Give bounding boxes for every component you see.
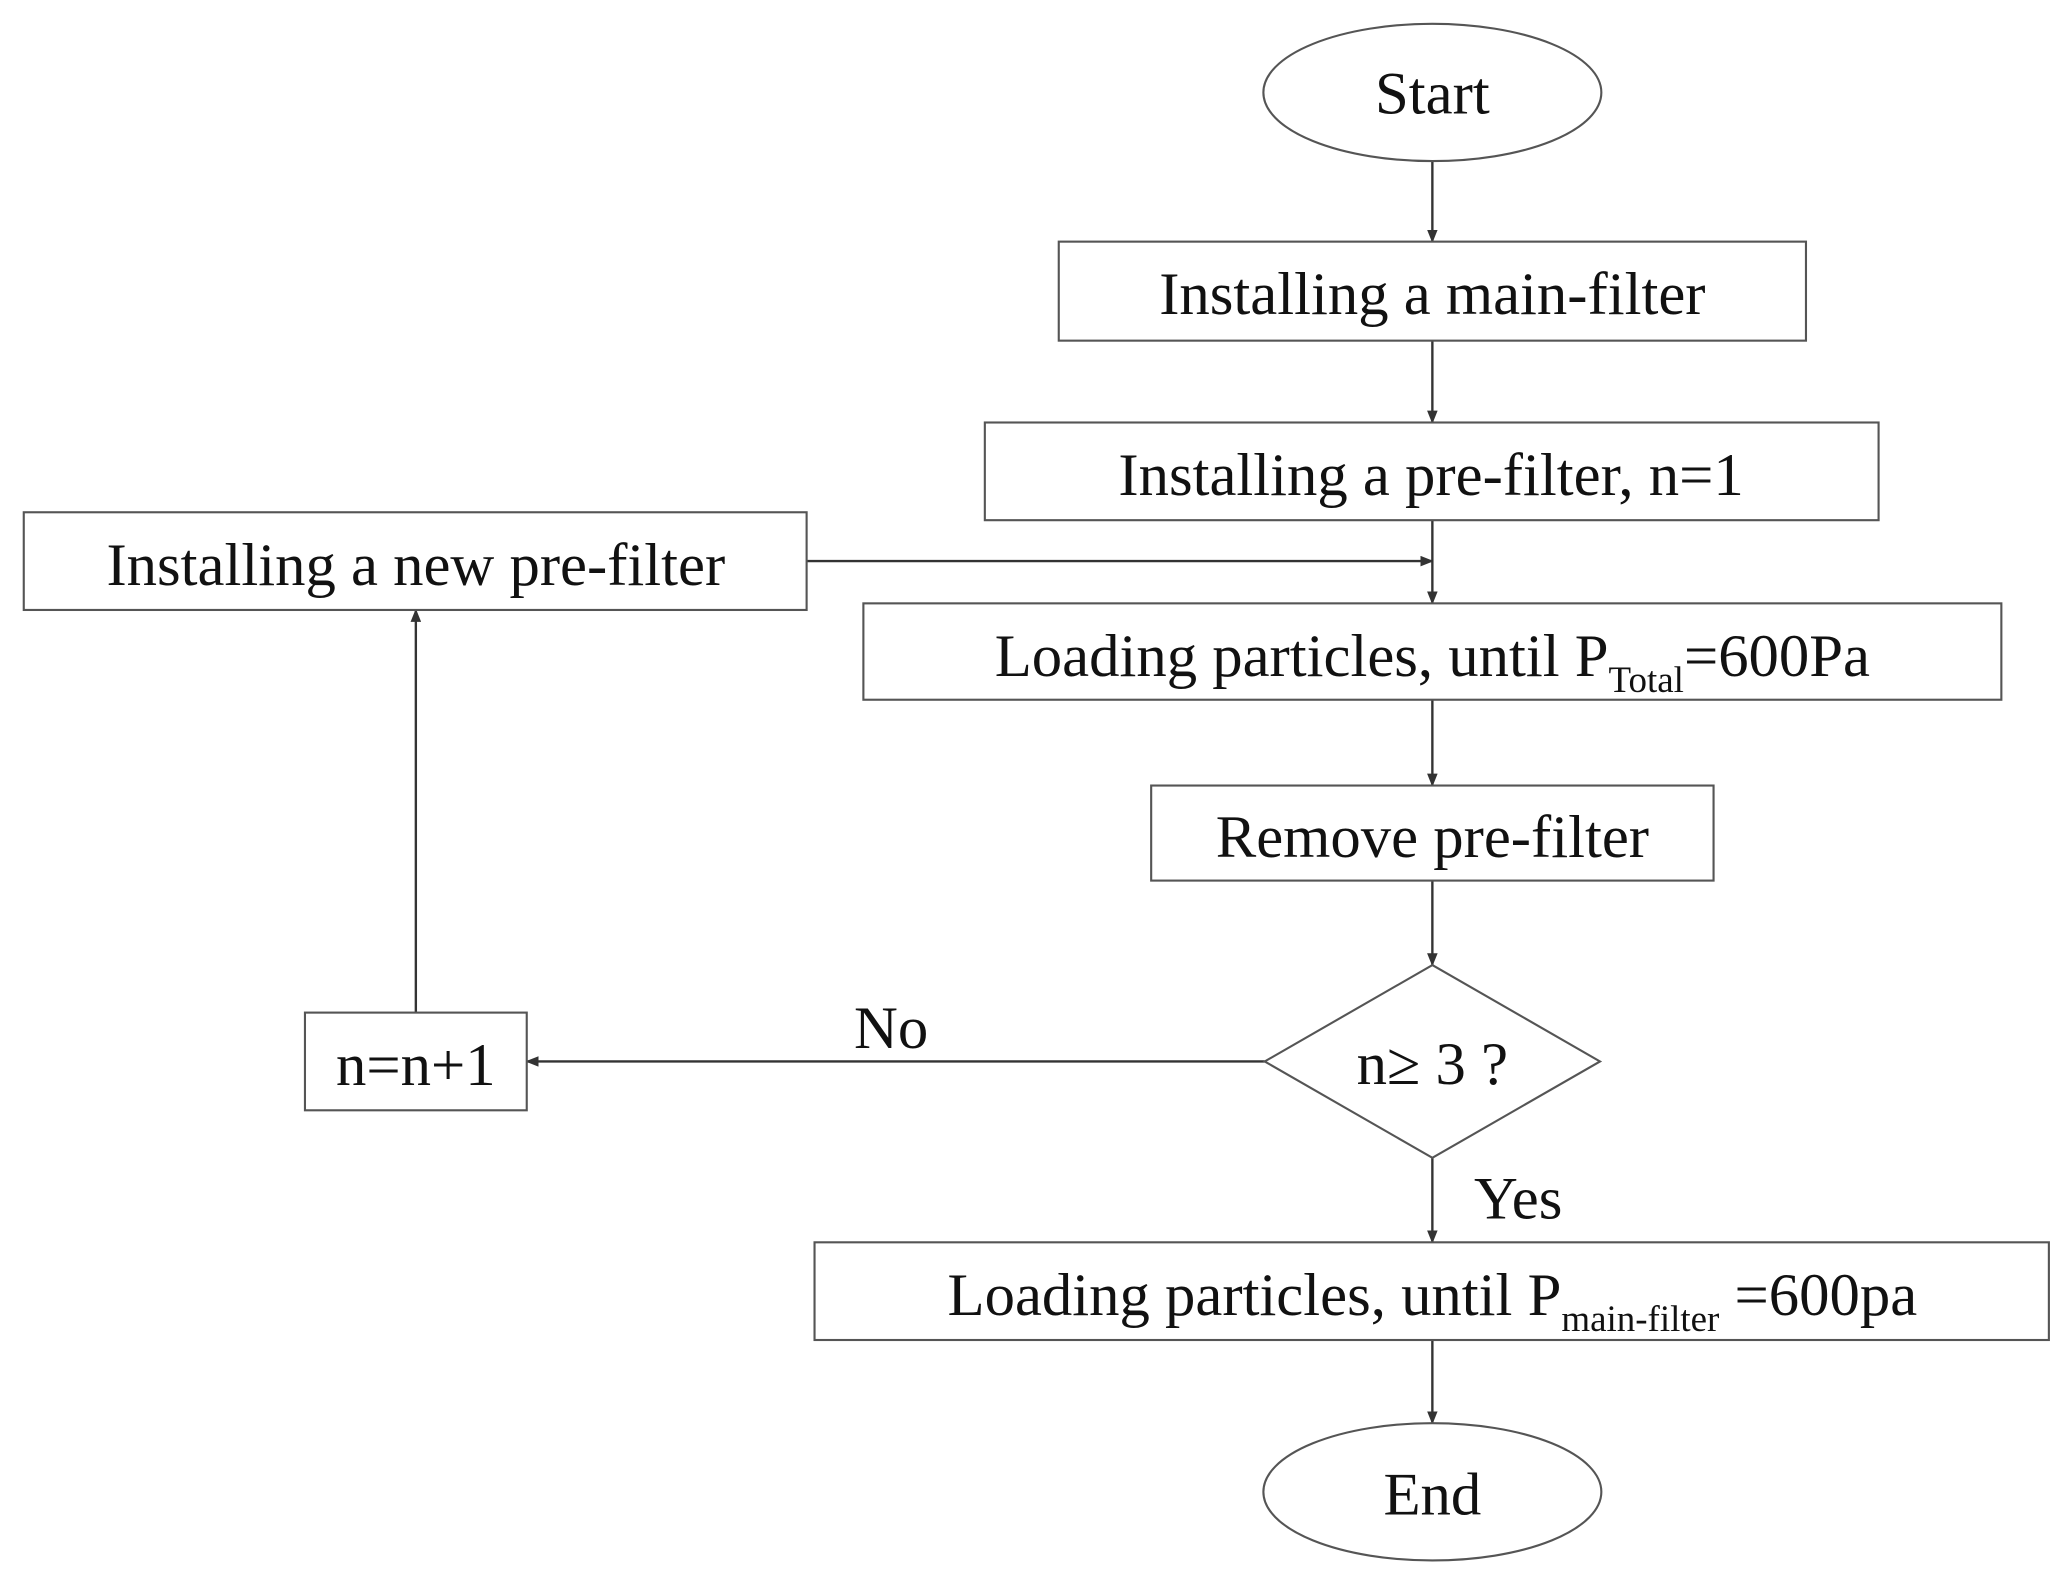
- start-label: Start: [1375, 61, 1490, 128]
- end-label: End: [1383, 1461, 1481, 1528]
- yes-label: Yes: [1474, 1166, 1562, 1233]
- new-pre-filter-step: Installing a new pre-filter: [22, 511, 808, 612]
- main-filter-label: Installing a main-filter: [1159, 261, 1705, 328]
- increment-label: n=n+1: [336, 1032, 496, 1099]
- loading-total-label: Loading particles, until PTotal=600Pa: [995, 623, 1870, 700]
- remove-pre-filter-label: Remove pre-filter: [1216, 804, 1649, 871]
- decision-label: n≥ 3 ?: [1357, 1031, 1508, 1098]
- loading-main-filter-label: Loading particles, until Pmain-filter =6…: [948, 1262, 1918, 1339]
- pre-filter-step: Installing a pre-filter, n=1: [983, 421, 1880, 522]
- no-label: No: [854, 995, 928, 1062]
- start-node: Start: [1262, 22, 1603, 163]
- loading-total-step: Loading particles, until PTotal=600Pa: [862, 602, 2003, 701]
- new-pre-filter-label: Installing a new pre-filter: [106, 532, 725, 599]
- main-filter-step: Installing a main-filter: [1057, 240, 1808, 342]
- loading-main-filter-step: Loading particles, until Pmain-filter =6…: [813, 1241, 2050, 1342]
- remove-pre-filter-step: Remove pre-filter: [1150, 784, 1715, 882]
- pre-filter-label: Installing a pre-filter, n=1: [1118, 442, 1743, 509]
- decision-node: n≥ 3 ?: [1262, 963, 1603, 1160]
- end-node: End: [1262, 1422, 1603, 1562]
- increment-step: n=n+1: [303, 1011, 528, 1112]
